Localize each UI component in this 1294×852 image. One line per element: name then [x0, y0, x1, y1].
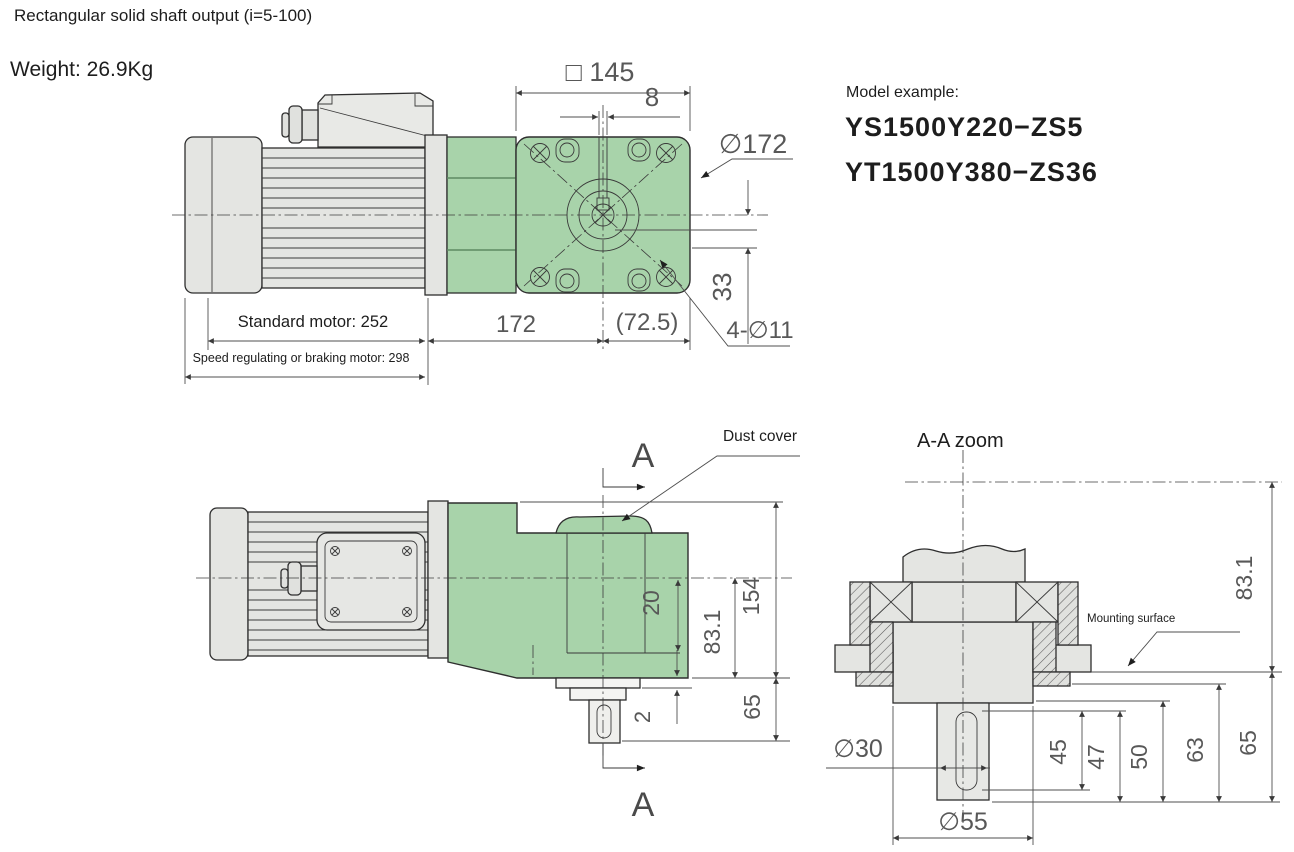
section-view-title: A-A zoom	[917, 430, 1004, 452]
bearings	[869, 581, 1059, 623]
top-assembly-view: □ 145 8 ∅172 33 4-∅11 172	[172, 57, 794, 385]
dim-brake-motor: Speed regulating or braking motor: 298	[193, 351, 410, 365]
terminal-screws	[330, 546, 412, 617]
cable-gland-side	[280, 561, 318, 596]
keyway-slot-side	[596, 704, 612, 739]
dim-65-section: 65	[1235, 730, 1261, 756]
keyway-slot-section	[955, 711, 978, 791]
side-view-dimensions: 83.1 154 65 20 2	[520, 501, 790, 742]
dim-50: 50	[1126, 744, 1152, 770]
dim-2: 2	[630, 711, 655, 723]
top-view-dimensions: □ 145 8 ∅172 33 4-∅11 172	[184, 57, 794, 385]
gearbox-flange-side	[427, 500, 449, 659]
housing-section	[834, 581, 1092, 687]
shaft-upper-section	[902, 544, 1026, 583]
output-boss	[555, 677, 641, 689]
section-aa-view: A-A zoom Mounting surf	[826, 430, 1282, 845]
dim-square-145: □ 145	[566, 57, 635, 87]
terminal-box	[317, 92, 434, 148]
dim-gearbox-172: 172	[496, 311, 536, 338]
section-label-a-bottom: A	[632, 786, 655, 824]
dust-cover-label: Dust cover	[723, 428, 797, 445]
corner-bosses	[555, 138, 651, 293]
dim-63: 63	[1182, 737, 1208, 763]
dim-83-1-section: 83.1	[1231, 556, 1257, 601]
side-assembly-view: A A Dust cover 83.1 154 65 20 2	[196, 428, 800, 824]
section-view-dimensions: ∅30 ∅55 45 47 50 63 65 83	[826, 482, 1282, 845]
model-number-1: YS1500Y220−ZS5	[845, 112, 1083, 142]
fan-cover-side	[209, 507, 249, 661]
dim-20: 20	[638, 590, 664, 616]
section-label-a-top: A	[632, 437, 655, 475]
dim-bolt-circle-172: ∅172	[719, 129, 788, 159]
motor-body	[261, 147, 426, 289]
output-shaft-side	[588, 699, 621, 744]
section-line-a: A A	[602, 437, 655, 824]
model-example-block: Model example: YS1500Y220−ZS5 YT1500Y380…	[845, 84, 1098, 187]
model-example-label: Model example:	[846, 84, 959, 101]
dim-47: 47	[1083, 744, 1109, 770]
dim-154: 154	[738, 577, 764, 616]
dust-cover	[555, 515, 653, 534]
dim-65-side: 65	[739, 694, 765, 720]
model-number-2: YT1500Y380−ZS36	[845, 157, 1098, 187]
page-title: Rectangular solid shaft output (i=5-100)	[14, 6, 312, 25]
dim-45: 45	[1045, 739, 1071, 765]
dim-holes-4x11: 4-∅11	[726, 317, 793, 344]
terminal-box-face	[316, 532, 426, 631]
dim-83-1-side: 83.1	[699, 610, 725, 655]
cable-gland	[281, 105, 319, 144]
dim-hub-dia-55: ∅55	[938, 808, 988, 836]
dim-offset-33: 33	[707, 273, 737, 302]
mounting-surface-label: Mounting surface	[1087, 613, 1175, 625]
dim-standard-motor: Standard motor: 252	[238, 313, 388, 331]
cooling-fins	[262, 157, 425, 279]
gearbox-body-side	[447, 502, 689, 679]
dim-shaft-dia-30: ∅30	[833, 735, 883, 763]
dim-keyway-8: 8	[645, 82, 659, 112]
dim-shaft-offset-72-5: (72.5)	[616, 309, 679, 336]
weight-label: Weight: 26.9Kg	[10, 58, 153, 81]
